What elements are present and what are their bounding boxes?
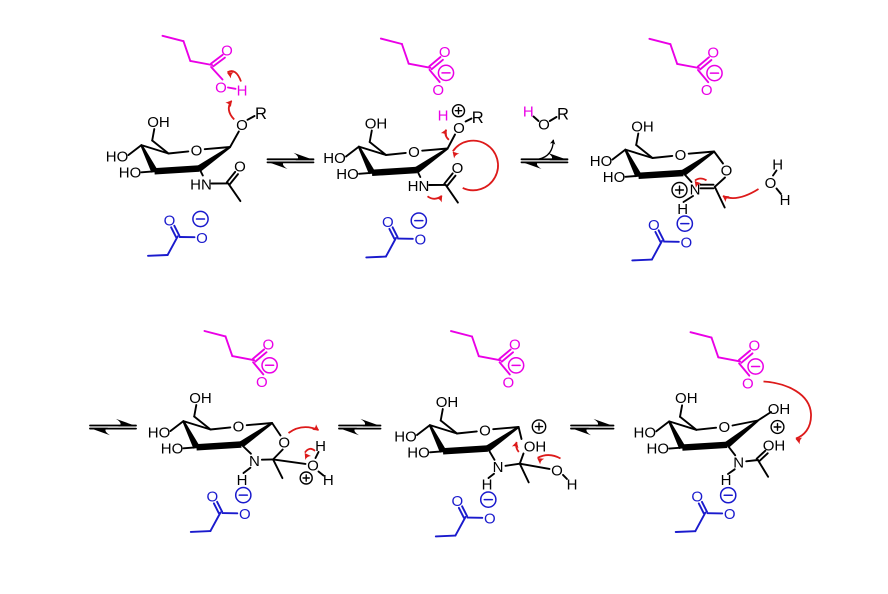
svg-text:O: O [765, 175, 777, 192]
svg-text:H: H [567, 476, 578, 493]
svg-text:O: O [724, 506, 736, 523]
svg-text:O: O [721, 162, 733, 179]
svg-text:HN: HN [190, 176, 212, 193]
svg-text:OH: OH [675, 390, 698, 407]
svg-text:O: O [742, 375, 754, 392]
svg-text:O: O [408, 144, 420, 161]
svg-text:HO: HO [336, 166, 359, 183]
svg-text:HO: HO [161, 440, 184, 457]
svg-text:O: O [414, 231, 426, 248]
svg-text:O: O [479, 423, 491, 440]
svg-text:O: O [196, 230, 208, 247]
svg-text:H: H [677, 201, 688, 218]
svg-text:O: O [718, 419, 730, 436]
svg-text:O: O [675, 147, 687, 164]
svg-text:O: O [239, 506, 251, 523]
svg-text:O: O [164, 212, 176, 229]
svg-text:O: O [221, 42, 233, 59]
svg-text:H: H [482, 476, 493, 493]
svg-text:O: O [236, 117, 248, 134]
svg-text:HO: HO [119, 164, 142, 181]
svg-text:O: O [509, 337, 521, 354]
svg-text:O: O [680, 234, 692, 251]
svg-text:H: H [315, 438, 326, 455]
svg-text:OH: OH [763, 437, 786, 454]
svg-text:O: O [439, 44, 451, 61]
svg-text:HO: HO [590, 153, 613, 170]
svg-text:O: O [451, 493, 463, 510]
svg-text:O: O [206, 488, 218, 505]
svg-text:O: O [701, 82, 713, 99]
svg-text:O: O [502, 374, 514, 391]
svg-text:HO: HO [603, 169, 626, 186]
svg-text:H: H [323, 472, 334, 489]
svg-text:OH: OH [631, 118, 654, 135]
svg-text:O: O [484, 510, 496, 527]
svg-text:HO: HO [407, 444, 430, 461]
svg-text:O: O [432, 82, 444, 99]
svg-text:R: R [557, 105, 569, 123]
svg-text:HO: HO [634, 425, 657, 442]
svg-text:O: O [538, 117, 550, 134]
svg-text:O: O [648, 217, 660, 234]
svg-text:O: O [551, 463, 563, 480]
svg-text:OH: OH [768, 401, 791, 418]
svg-text:HN: HN [408, 178, 430, 195]
svg-text:HO: HO [394, 428, 417, 445]
svg-text:O: O [262, 337, 274, 354]
svg-text:R: R [255, 105, 267, 123]
svg-text:O: O [691, 489, 703, 506]
svg-text:HO: HO [148, 424, 171, 441]
svg-text:R: R [472, 109, 484, 127]
svg-text:OH: OH [189, 390, 212, 407]
svg-text:O: O [707, 44, 719, 61]
svg-text:OH: OH [147, 114, 170, 131]
svg-text:H: H [772, 156, 783, 173]
svg-text:H: H [237, 82, 248, 99]
svg-text:O: O [452, 160, 464, 177]
svg-text:O: O [453, 120, 465, 137]
svg-text:O: O [382, 214, 394, 231]
svg-text:H: H [523, 103, 534, 120]
svg-text:OH: OH [436, 394, 459, 411]
svg-text:H: H [438, 108, 449, 125]
svg-text:OH: OH [365, 115, 388, 132]
svg-text:O: O [233, 419, 245, 436]
svg-text:OH: OH [524, 439, 547, 456]
svg-text:O: O [215, 79, 227, 96]
svg-text:HO: HO [647, 441, 670, 458]
svg-text:O: O [234, 158, 246, 175]
svg-text:H: H [721, 472, 732, 489]
svg-text:HO: HO [323, 150, 346, 167]
svg-text:O: O [278, 434, 290, 451]
svg-text:H: H [237, 472, 248, 489]
svg-text:O: O [256, 374, 268, 391]
svg-text:HO: HO [106, 148, 129, 165]
svg-text:O: O [191, 143, 203, 160]
svg-text:O: O [748, 338, 760, 355]
